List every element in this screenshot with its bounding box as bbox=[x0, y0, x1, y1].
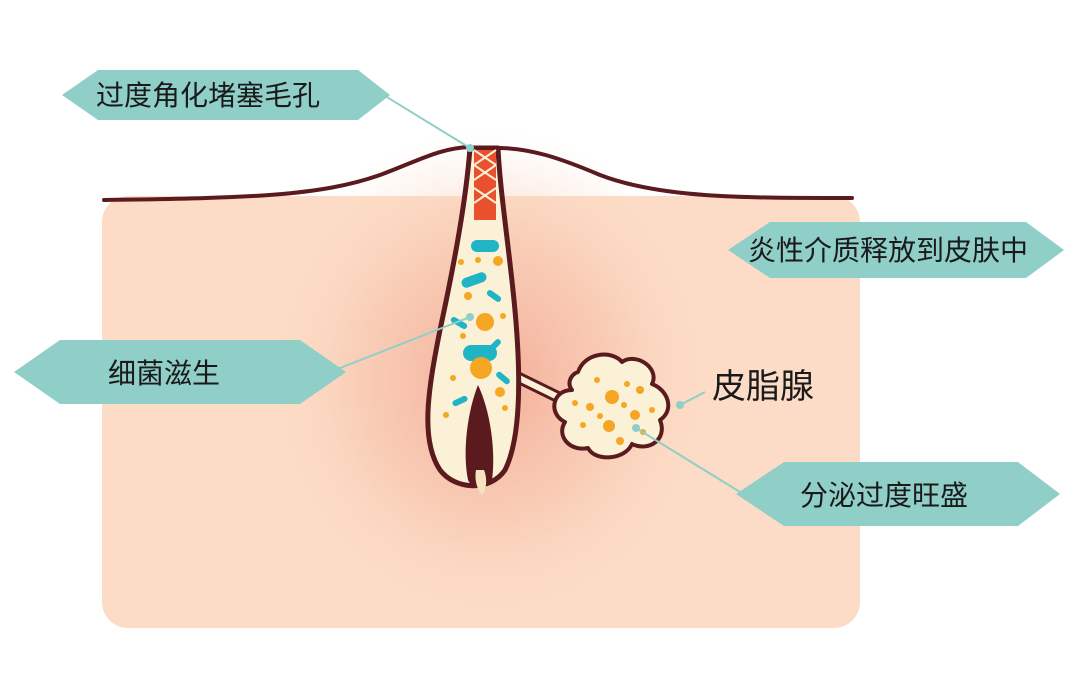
gland-sebum bbox=[572, 377, 655, 445]
label-keratin-blockage-text: 过度角化堵塞毛孔 bbox=[96, 79, 320, 112]
label-inflammatory-release: 炎性介质释放到皮肤中 bbox=[728, 222, 1064, 278]
sebaceous-gland bbox=[552, 352, 671, 460]
sebum-droplets bbox=[443, 256, 508, 418]
skin-surface-line bbox=[102, 145, 854, 202]
label-inflammatory-release-text: 炎性介质释放到皮肤中 bbox=[748, 234, 1028, 267]
label-bacteria-growth-text: 细菌滋生 bbox=[108, 357, 220, 390]
leader-lines bbox=[329, 87, 741, 493]
label-excess-secretion: 分泌过度旺盛 bbox=[736, 462, 1060, 526]
bacteria-cluster bbox=[450, 240, 510, 407]
label-bacteria-growth: 细菌滋生 bbox=[14, 340, 346, 404]
hair-shaft bbox=[465, 385, 494, 488]
leader-dots bbox=[466, 144, 684, 432]
label-sebaceous-gland: 皮脂腺 bbox=[712, 367, 814, 407]
label-keratin-blockage: 过度角化堵塞毛孔 bbox=[62, 70, 390, 120]
keratin-plug bbox=[473, 149, 497, 220]
label-excess-secretion-text: 分泌过度旺盛 bbox=[800, 479, 968, 512]
